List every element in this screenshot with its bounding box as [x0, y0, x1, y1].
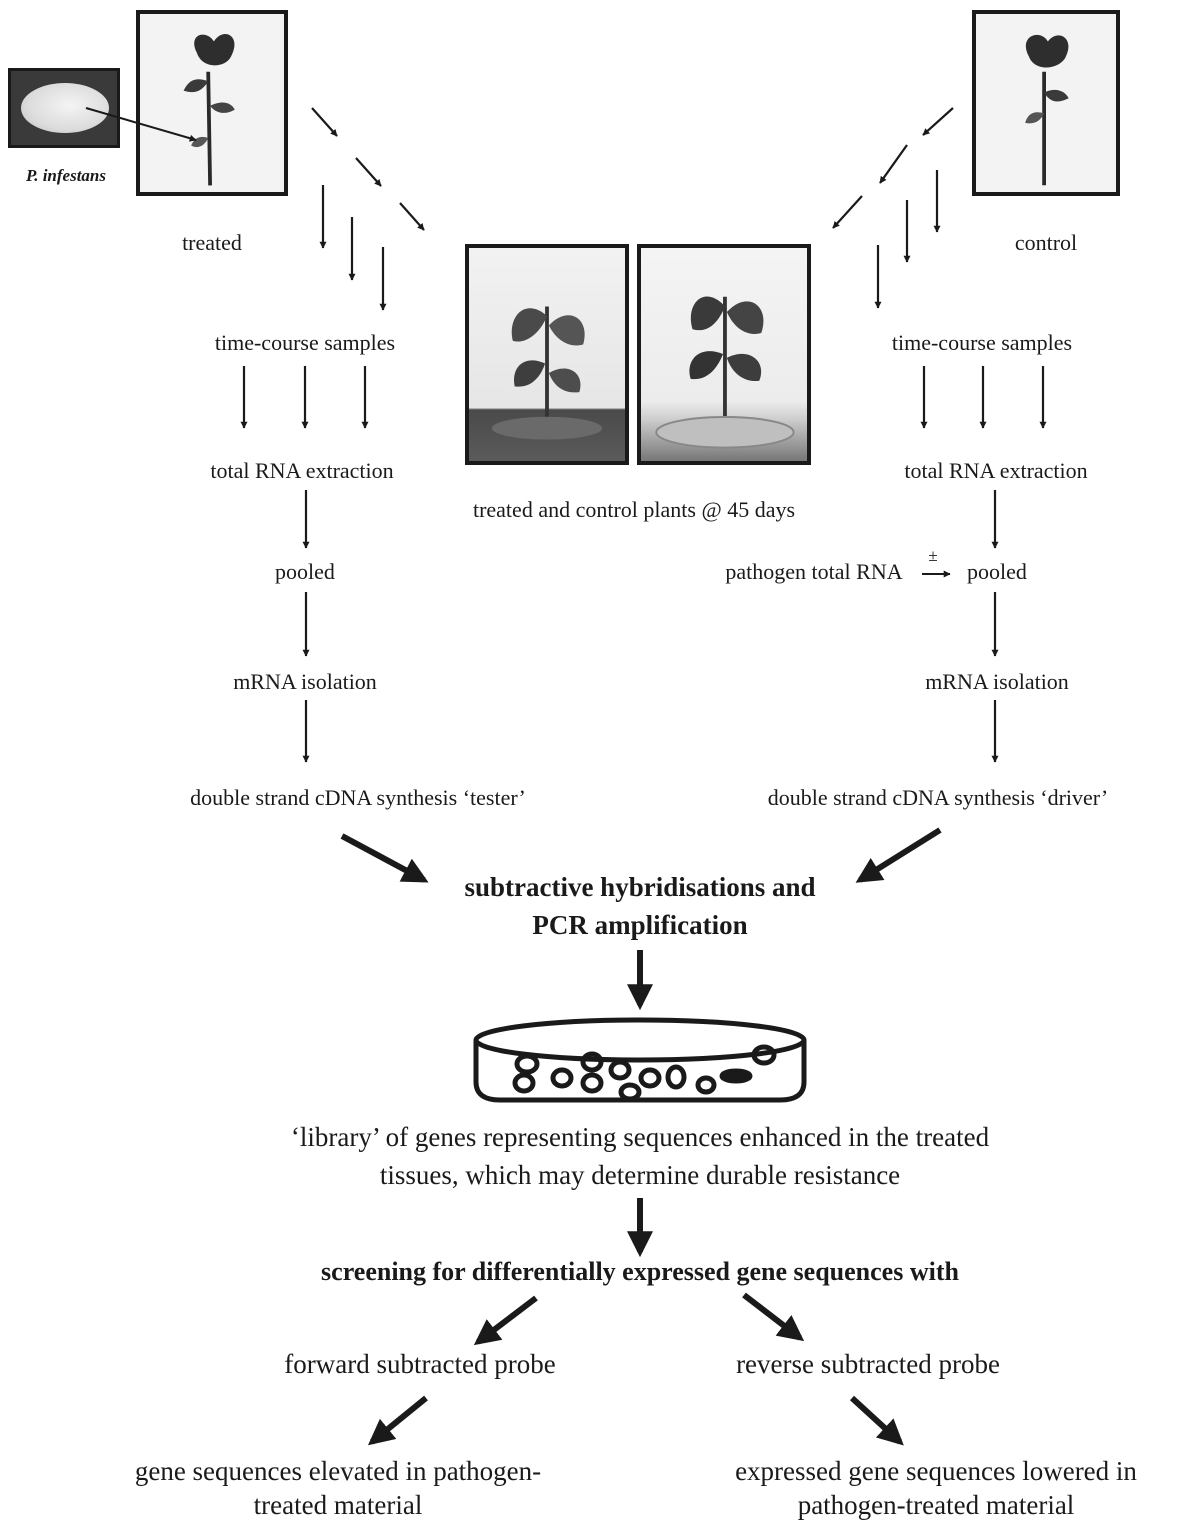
time-course-left-label: time-course samples	[214, 330, 396, 355]
cdna-tester-label: double strand cDNA synthesis ‘tester’	[190, 785, 526, 810]
elevated-result-line1: gene sequences elevated in pathogen-	[134, 1456, 542, 1486]
pathogen-label: P. infestans	[26, 166, 106, 185]
pathogen-culture-photo	[8, 68, 120, 148]
reverse-probe-label: reverse subtracted probe	[736, 1349, 1000, 1379]
library-caption-line1: ‘library’ of genes representing sequence…	[290, 1122, 990, 1152]
rna-extraction-left-label: total RNA extraction	[210, 458, 394, 483]
treated-plant-photo	[136, 10, 288, 196]
treated-label: treated	[182, 230, 242, 255]
cdna-driver-label: double strand cDNA synthesis ‘driver’	[767, 785, 1109, 810]
pooled-left-label: pooled	[275, 559, 335, 584]
plus-minus-label: ±	[928, 546, 938, 565]
subtractive-title-line2: PCR amplification	[532, 910, 748, 940]
control-plants-45-days-photo	[637, 244, 811, 465]
time-course-right-label: time-course samples	[891, 330, 1073, 355]
forward-probe-label: forward subtracted probe	[284, 1349, 556, 1379]
pooled-right-label: pooled	[967, 559, 1027, 584]
treated-plants-45-days-photo	[465, 244, 629, 465]
control-plant-photo	[972, 10, 1120, 196]
elevated-result-line2: treated material	[253, 1490, 423, 1520]
petri-dish-library-icon	[473, 1017, 807, 1103]
plants-caption: treated and control plants @ 45 days	[472, 497, 796, 522]
control-label: control	[1014, 230, 1078, 255]
library-caption-line2: tissues, which may determine durable res…	[379, 1160, 901, 1190]
screening-title: screening for differentially expressed g…	[321, 1257, 959, 1286]
lowered-result-line2: pathogen-treated material	[797, 1490, 1075, 1520]
mrna-right-label: mRNA isolation	[925, 669, 1069, 694]
mrna-left-label: mRNA isolation	[233, 669, 377, 694]
pathogen-rna-label: pathogen total RNA	[725, 559, 903, 584]
rna-extraction-right-label: total RNA extraction	[904, 458, 1088, 483]
subtractive-title-line1: subtractive hybridisations and	[464, 872, 816, 902]
lowered-result-line1: expressed gene sequences lowered in	[735, 1456, 1137, 1486]
